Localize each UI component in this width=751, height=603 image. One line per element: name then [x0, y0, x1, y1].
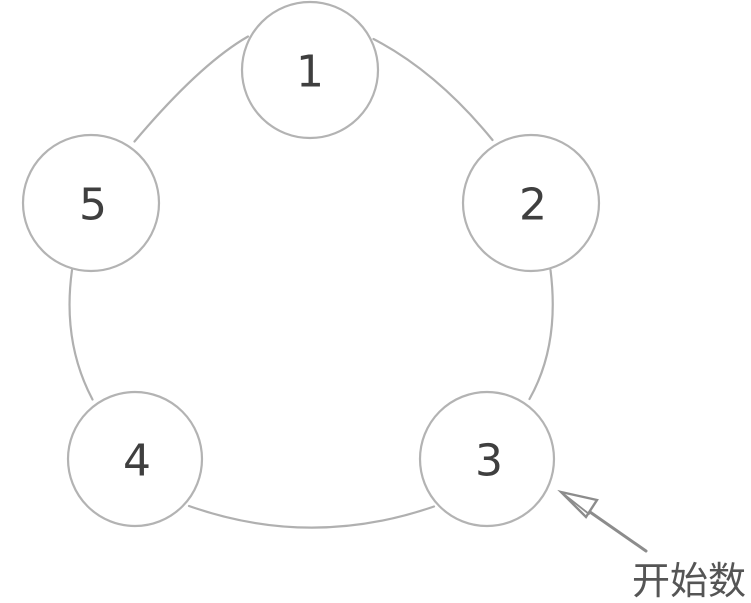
- start-annotation-label: 开始数: [632, 559, 746, 603]
- arc-group: [68, 35, 554, 529]
- node-label-2: 2: [519, 180, 547, 231]
- arc-5-to-1: [133, 35, 250, 143]
- node-circle-2[interactable]: [461, 133, 601, 273]
- node-group: [21, 0, 601, 528]
- arc-2-to-3: [528, 268, 554, 401]
- arc-1-to-2: [372, 37, 494, 142]
- node-circle-4[interactable]: [66, 390, 204, 528]
- arc-4-to-5: [68, 268, 94, 401]
- start-pointer-group: [557, 489, 648, 553]
- node-circle-3[interactable]: [418, 390, 556, 528]
- arc-3-to-4: [187, 504, 436, 529]
- node-label-4: 4: [123, 436, 151, 487]
- node-circle-5[interactable]: [21, 133, 161, 273]
- node-label-1: 1: [296, 47, 324, 98]
- node-label-5: 5: [79, 180, 107, 231]
- node-circle-1[interactable]: [240, 0, 380, 140]
- node-label-3: 3: [475, 436, 503, 487]
- node-label-group: 1 2 3 4 5: [79, 47, 547, 487]
- pointer-shaft: [588, 510, 648, 553]
- pointer-head-crease: [560, 491, 590, 515]
